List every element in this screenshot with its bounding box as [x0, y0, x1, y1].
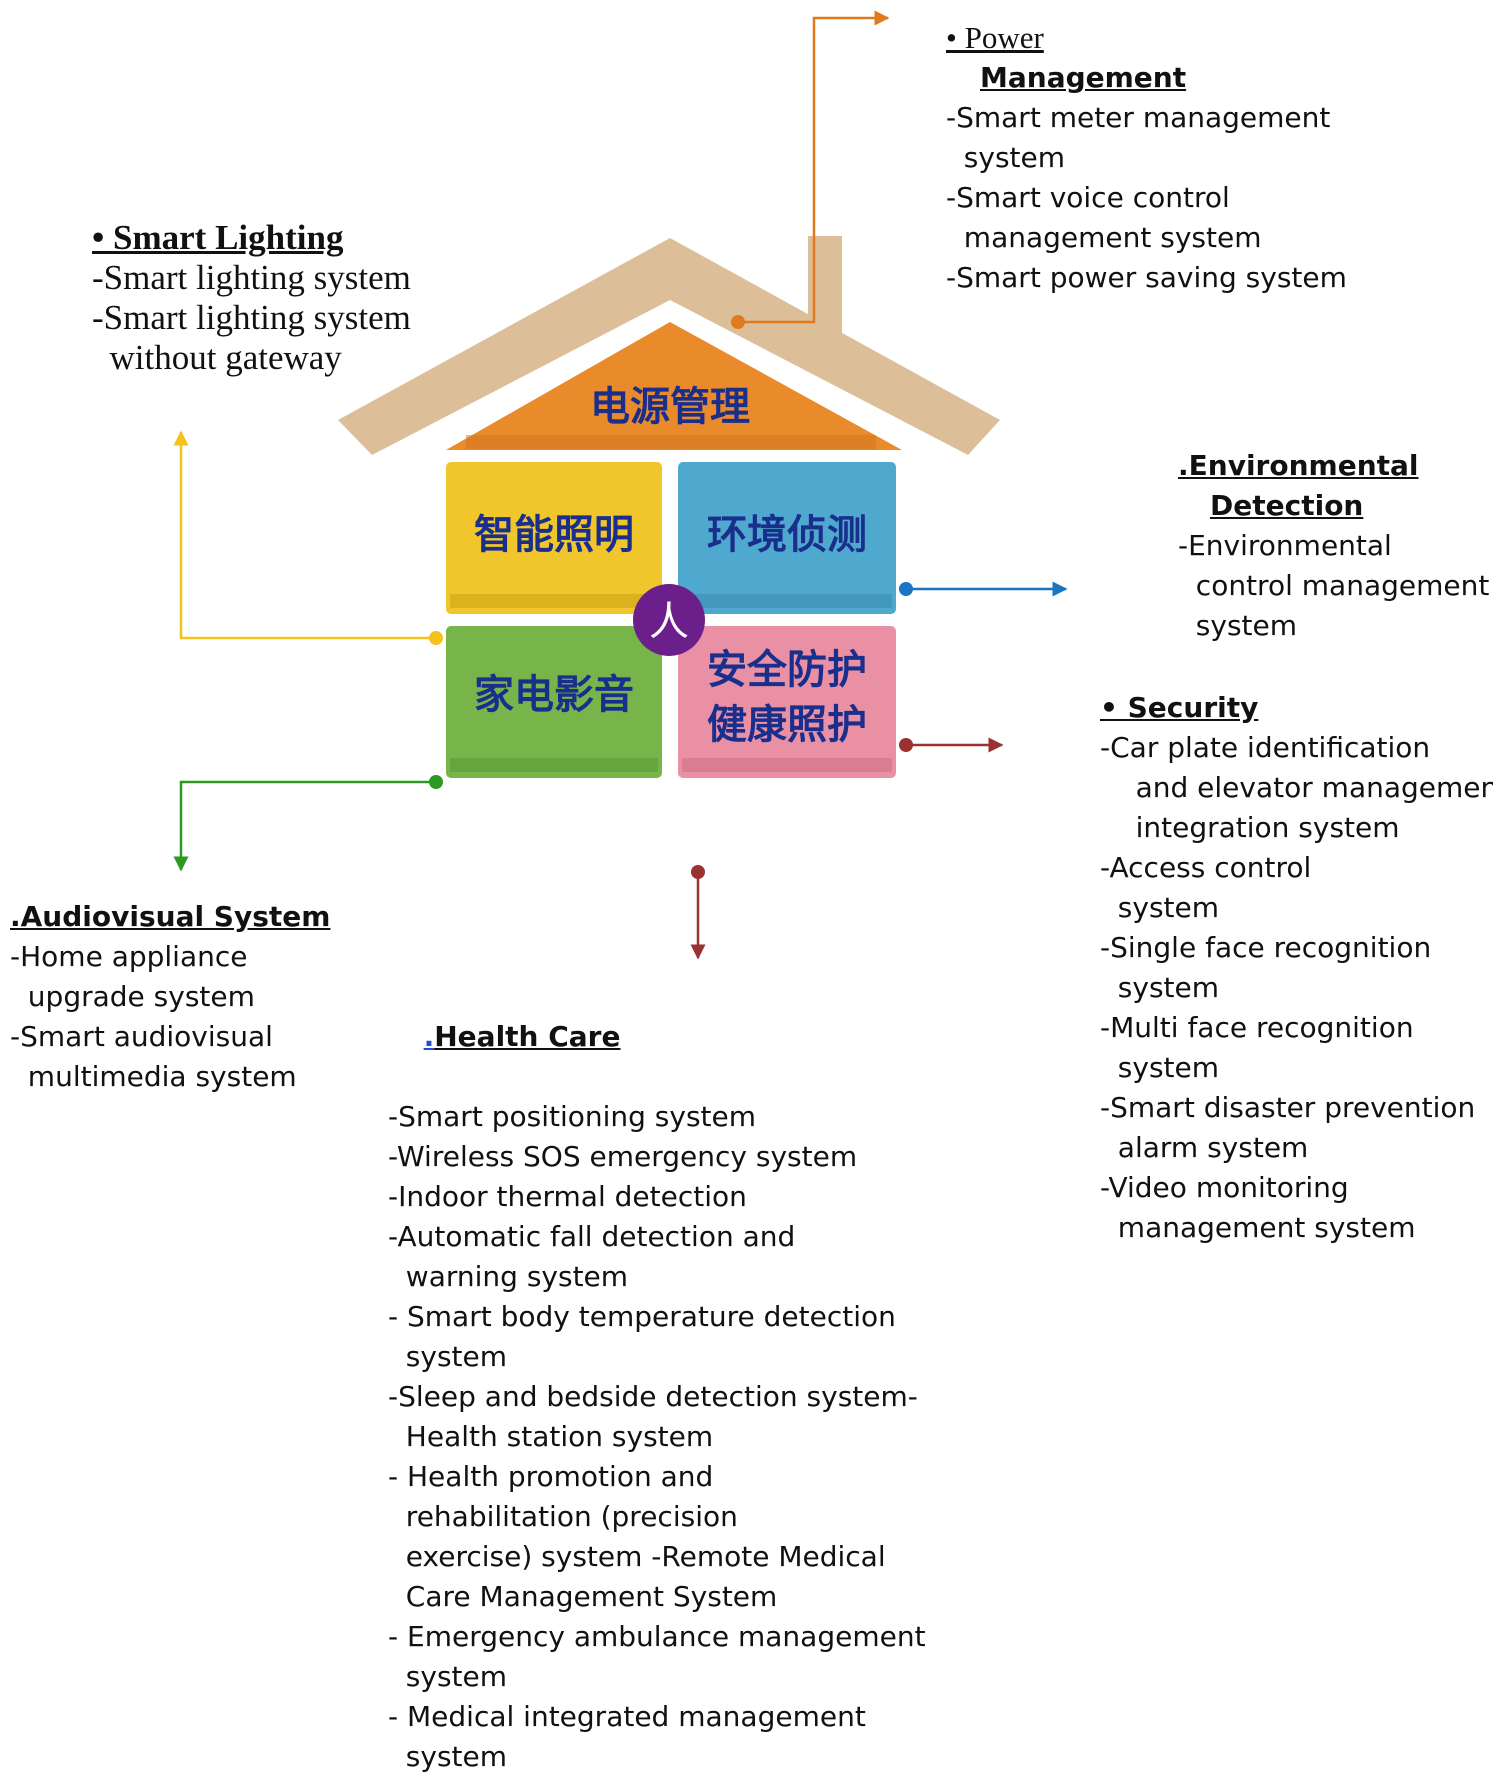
list-item: system: [388, 1740, 508, 1773]
list-item: management system: [946, 221, 1262, 254]
list-item: system: [388, 1340, 508, 1373]
list-item: exercise) system -Remote Medical: [388, 1540, 886, 1573]
list-item: control management: [1178, 569, 1490, 602]
roof-label-block: 电源管理: [446, 322, 902, 450]
list-item: -Sleep and bedside detection system-: [388, 1380, 918, 1413]
list-item: - Health promotion and: [388, 1460, 714, 1493]
tile-lighting: 智能照明: [446, 462, 662, 614]
section-power: • Power Management -Smart meter manageme…: [946, 18, 1347, 298]
tile-lighting-label: 智能照明: [474, 512, 634, 558]
list-item: -Home appliance: [10, 940, 248, 973]
section-environment: .Environmental Detection -Environmental …: [1178, 446, 1489, 646]
connector-security: [899, 737, 1004, 753]
smart-home-diagram: 电源管理 智能照明 环境侦测 家电影音 安全防护 健康照护 人: [173, 10, 1068, 960]
list-item: - Emergency ambulance management: [388, 1620, 926, 1653]
list-item: -Smart disaster prevention: [1100, 1091, 1476, 1124]
list-item: -Automatic fall detection and: [388, 1220, 796, 1253]
tile-security-label: 安全防护: [707, 647, 867, 693]
lighting-title: • Smart Lighting: [92, 218, 344, 257]
list-item: upgrade system: [10, 980, 255, 1013]
power-title: Management: [980, 61, 1187, 94]
list-item: management system: [1100, 1211, 1416, 1244]
list-item: Health station system: [388, 1420, 714, 1453]
list-item: -Indoor thermal detection: [388, 1180, 747, 1213]
roof-shape: [338, 238, 1000, 455]
section-security: • Security -Car plate identification and…: [1100, 688, 1493, 1248]
roof-label: 电源管理: [590, 384, 750, 430]
list-item: -Smart audiovisual: [10, 1020, 273, 1053]
list-item: multimedia system: [10, 1060, 297, 1093]
security-items: -Car plate identification and elevator m…: [1100, 728, 1493, 1248]
list-item: -Smart positioning system: [388, 1100, 757, 1133]
list-item: -Smart meter management: [946, 101, 1331, 134]
center-person-label: 人: [649, 599, 689, 645]
list-item: -Multi face recognition: [1100, 1011, 1414, 1044]
health-title-dot: .: [423, 1020, 435, 1053]
list-item: system: [1100, 891, 1220, 924]
list-item: alarm system: [1100, 1131, 1309, 1164]
connector-environment: [899, 581, 1068, 597]
list-item: -Car plate identification: [1100, 731, 1431, 764]
list-item: and elevator management: [1100, 771, 1493, 804]
section-lighting: • Smart Lighting -Smart lighting system-…: [92, 218, 411, 378]
list-item: system: [1100, 1051, 1220, 1084]
power-items: -Smart meter management system -Smart voi…: [946, 98, 1347, 298]
list-item: system: [1178, 609, 1298, 642]
security-title: • Security: [1100, 691, 1259, 724]
connector-lighting: [173, 430, 443, 645]
list-item: system: [1100, 971, 1220, 1004]
list-item: system: [946, 141, 1066, 174]
health-title-row: .Health Care: [388, 977, 926, 1097]
center-person-badge: 人: [633, 584, 705, 656]
list-item: -Single face recognition: [1100, 931, 1432, 964]
section-audiovisual: .Audiovisual System -Home appliance upgr…: [10, 897, 330, 1097]
connector-power: [731, 10, 890, 329]
audiovisual-title: .Audiovisual System: [10, 900, 331, 933]
list-item: -Environmental: [1178, 529, 1392, 562]
health-items: -Smart positioning system -Wireless SOS e…: [388, 1097, 926, 1777]
tile-security-health: 安全防护 健康照护: [678, 626, 896, 778]
health-title: Health Care: [434, 1020, 621, 1053]
list-item: -Wireless SOS emergency system: [388, 1140, 858, 1173]
list-item: without gateway: [92, 338, 342, 377]
list-item: warning system: [388, 1260, 629, 1293]
power-title-bullet: • Power: [946, 20, 1044, 55]
audiovisual-items: -Home appliance upgrade system -Smart aud…: [10, 937, 330, 1097]
tile-environment-label: 环境侦测: [707, 512, 867, 558]
tile-health-label: 健康照护: [707, 702, 867, 748]
environment-items: -Environmental control management system: [1178, 526, 1489, 646]
list-item: -Smart voice control: [946, 181, 1230, 214]
section-health: .Health Care -Smart positioning system -W…: [388, 977, 926, 1777]
environment-title-2: Detection: [1210, 489, 1364, 522]
list-item: rehabilitation (precision: [388, 1500, 738, 1533]
tile-audiovisual-label: 家电影音: [474, 672, 634, 718]
connector-audiovisual: [173, 775, 443, 872]
list-item: system: [388, 1660, 508, 1693]
tile-audiovisual: 家电影音: [446, 626, 662, 778]
environment-title-1: .Environmental: [1178, 449, 1419, 482]
list-item: -Video monitoring: [1100, 1171, 1349, 1204]
lighting-items: -Smart lighting system-Smart lighting sy…: [92, 258, 411, 378]
list-item: -Smart lighting system: [92, 258, 411, 297]
connector-health: [690, 865, 706, 960]
list-item: - Smart body temperature detection: [388, 1300, 896, 1333]
list-item: Care Management System: [388, 1580, 778, 1613]
tile-environment: 环境侦测: [678, 462, 896, 614]
list-item: integration system: [1100, 811, 1400, 844]
list-item: -Smart power saving system: [946, 261, 1347, 294]
list-item: -Access control: [1100, 851, 1312, 884]
list-item: -Smart lighting system: [92, 298, 411, 337]
list-item: - Medical integrated management: [388, 1700, 866, 1733]
